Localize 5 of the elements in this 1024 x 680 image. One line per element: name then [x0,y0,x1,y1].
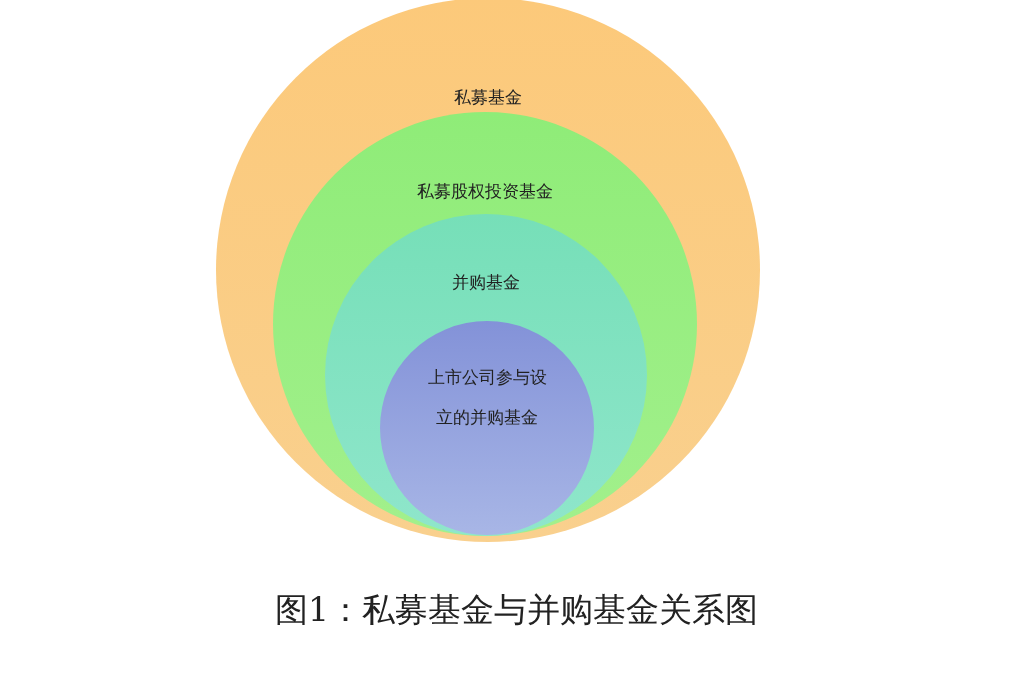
region-label: 上市公司参与设立的并购基金 [426,366,548,429]
region-label: 私募基金 [454,86,522,109]
region-label: 私募股权投资基金 [417,180,553,203]
caption: 图1：私募基金与并购基金关系图 [275,589,759,631]
region-label: 并购基金 [452,271,520,294]
